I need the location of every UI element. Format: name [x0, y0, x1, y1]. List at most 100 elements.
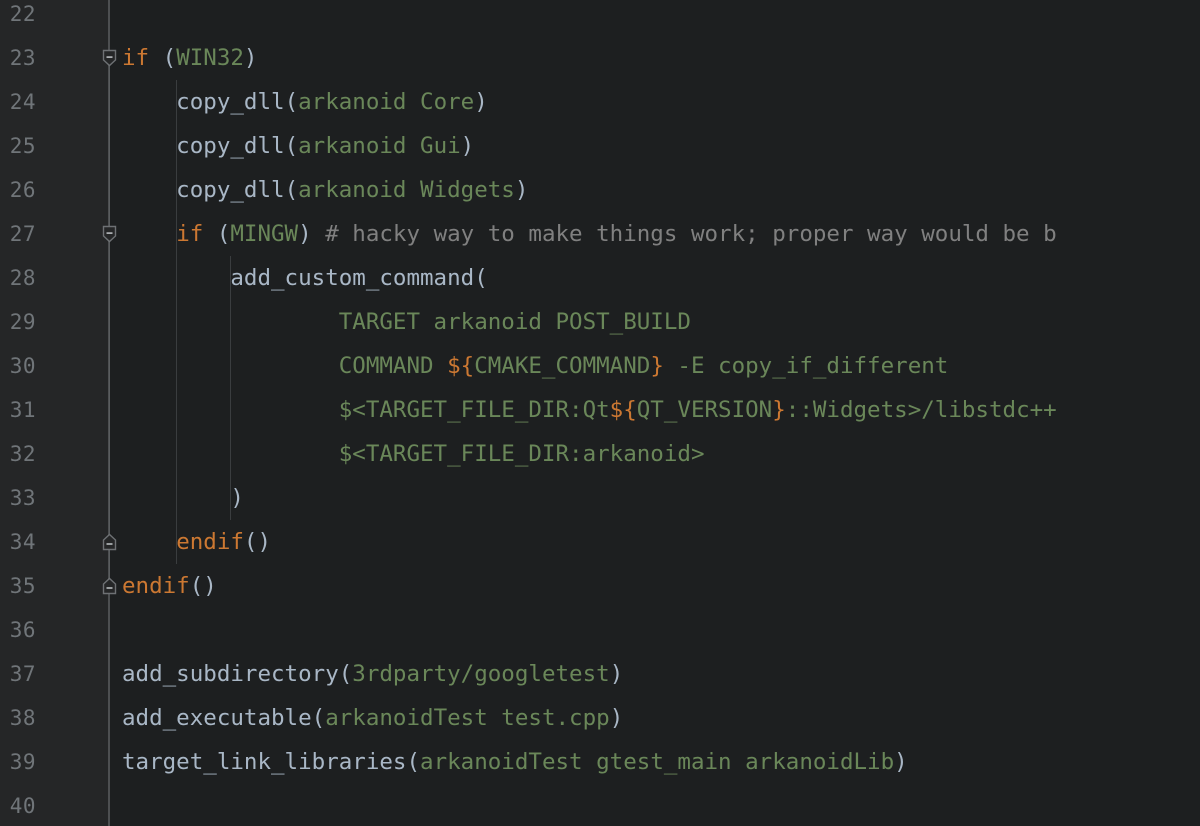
code-token-var: ${: [609, 397, 637, 423]
line-number: 36: [9, 618, 36, 642]
line-number: 39: [9, 750, 36, 774]
code-token-kw: endif: [176, 529, 244, 555]
code-token-kw: if: [176, 221, 204, 247]
code-token-fn: [203, 221, 217, 247]
code-token-arg: arkanoid Core: [298, 89, 475, 115]
code-token-fn: add_executable: [122, 705, 312, 731]
code-token-paren: ): [514, 177, 529, 203]
code-line[interactable]: if (MINGW) # hacky way to make things wo…: [122, 212, 1057, 256]
code-token-cmt: # hacky way to make things work; proper …: [325, 221, 1057, 247]
code-token-fn: copy_dll: [122, 89, 285, 115]
code-token-paren: ): [474, 89, 488, 115]
code-token-paren: ): [243, 45, 258, 71]
code-token-paren: ): [894, 749, 908, 775]
line-number: 24: [9, 90, 36, 114]
fold-range-line: [108, 234, 110, 542]
code-token-paren: (: [284, 89, 299, 115]
code-token-paren: (: [406, 749, 421, 775]
code-token-arg: $<TARGET_FILE_DIR:Qt: [122, 397, 610, 423]
code-token-paren: (: [216, 221, 231, 247]
line-number: 27: [9, 222, 36, 246]
code-line[interactable]: copy_dll(arkanoid Gui): [122, 124, 474, 168]
code-token-paren: (: [474, 265, 488, 291]
code-line[interactable]: target_link_libraries(arkanoidTest gtest…: [122, 740, 908, 784]
line-number: 23: [9, 46, 36, 70]
code-line[interactable]: copy_dll(arkanoid Widgets): [122, 168, 528, 212]
line-number: 35: [9, 574, 36, 598]
indent-guide: [176, 80, 178, 564]
line-number: 31: [9, 398, 36, 422]
code-line[interactable]: [122, 608, 136, 652]
code-token-fn: add_custom_command: [122, 265, 475, 291]
code-line[interactable]: endif(): [122, 520, 271, 564]
code-token-paren: (: [311, 705, 326, 731]
line-number: 34: [9, 530, 36, 554]
code-token-arg: arkanoid Widgets: [298, 177, 515, 203]
code-token-arg: COMMAND: [122, 353, 448, 379]
code-line[interactable]: [122, 784, 136, 826]
code-token-var: ${: [447, 353, 475, 379]
line-number: 32: [9, 442, 36, 466]
code-line[interactable]: add_custom_command(: [122, 256, 488, 300]
line-number: 28: [9, 266, 36, 290]
line-number: 22: [9, 2, 36, 26]
code-token-arg: TARGET arkanoid POST_BUILD: [122, 309, 691, 335]
code-token-paren: (): [243, 529, 272, 555]
code-token-arg: $<TARGET_FILE_DIR:arkanoid>: [122, 441, 705, 467]
fold-minus-up-icon[interactable]: [101, 576, 118, 596]
code-line[interactable]: COMMAND ${CMAKE_COMMAND} -E copy_if_diff…: [122, 344, 949, 388]
line-number: 38: [9, 706, 36, 730]
line-number: 25: [9, 134, 36, 158]
code-token-paren: ): [609, 705, 624, 731]
code-line[interactable]: $<TARGET_FILE_DIR:Qt${QT_VERSION}::Widge…: [122, 388, 1057, 432]
line-number: 29: [9, 310, 36, 334]
code-token-fn: [312, 221, 326, 247]
code-line[interactable]: $<TARGET_FILE_DIR:arkanoid>: [122, 432, 705, 476]
code-token-var: }: [772, 397, 786, 423]
code-line[interactable]: TARGET arkanoid POST_BUILD: [122, 300, 691, 344]
code-token-arg: arkanoidTest test.cpp: [325, 705, 610, 731]
code-token-paren: (): [189, 573, 217, 599]
code-line[interactable]: endif(): [122, 564, 217, 608]
code-token-fn: copy_dll: [122, 177, 285, 203]
code-token-fn: [122, 485, 230, 511]
code-line[interactable]: ): [122, 476, 244, 520]
code-token-arg: arkanoidTest gtest_main arkanoidLib: [420, 749, 895, 775]
code-token-fn: copy_dll: [122, 133, 285, 159]
fold-minus-down-icon[interactable]: [101, 48, 118, 68]
code-token-arg: CMAKE_COMMAND: [474, 353, 651, 379]
code-line[interactable]: if (WIN32): [122, 36, 257, 80]
code-token-fn: target_link_libraries: [122, 749, 407, 775]
line-number: 26: [9, 178, 36, 202]
code-token-arg: arkanoid Gui: [298, 133, 461, 159]
code-token-paren: ): [609, 661, 624, 687]
line-number: 30: [9, 354, 36, 378]
code-content[interactable]: if (WIN32) copy_dll(arkanoid Core) copy_…: [110, 0, 1200, 826]
code-token-paren: ): [460, 133, 475, 159]
code-token-arg: WIN32: [176, 45, 244, 71]
code-line[interactable]: [122, 0, 136, 36]
code-token-kw: if: [122, 45, 150, 71]
code-token-arg: MINGW: [230, 221, 299, 247]
code-token-arg: -E copy_if_different: [663, 353, 949, 379]
fold-minus-down-icon[interactable]: [101, 224, 118, 244]
fold-minus-up-icon[interactable]: [101, 532, 118, 552]
code-token-arg: QT_VERSION: [636, 397, 773, 423]
line-number: 37: [9, 662, 36, 686]
code-token-paren: ): [230, 485, 244, 511]
code-token-fn: [149, 45, 163, 71]
code-line[interactable]: add_subdirectory(3rdparty/googletest): [122, 652, 623, 696]
code-token-paren: (: [338, 661, 353, 687]
code-token-arg: ::Widgets>/libstdc++: [785, 397, 1057, 423]
code-token-arg: 3rdparty/googletest: [352, 661, 610, 687]
code-token-paren: (: [284, 177, 299, 203]
line-number: 40: [9, 794, 36, 818]
line-number: 33: [9, 486, 36, 510]
indent-guide: [230, 256, 232, 520]
code-line[interactable]: add_executable(arkanoidTest test.cpp): [122, 696, 623, 740]
code-line[interactable]: copy_dll(arkanoid Core): [122, 80, 488, 124]
editor-gutter[interactable]: 22 23 24 25 26 27 28 29 30 31 32 33 34 35 36 37 38 39 40: [0, 0, 108, 826]
code-token-paren: ): [298, 221, 312, 247]
code-token-fn: [122, 221, 176, 247]
